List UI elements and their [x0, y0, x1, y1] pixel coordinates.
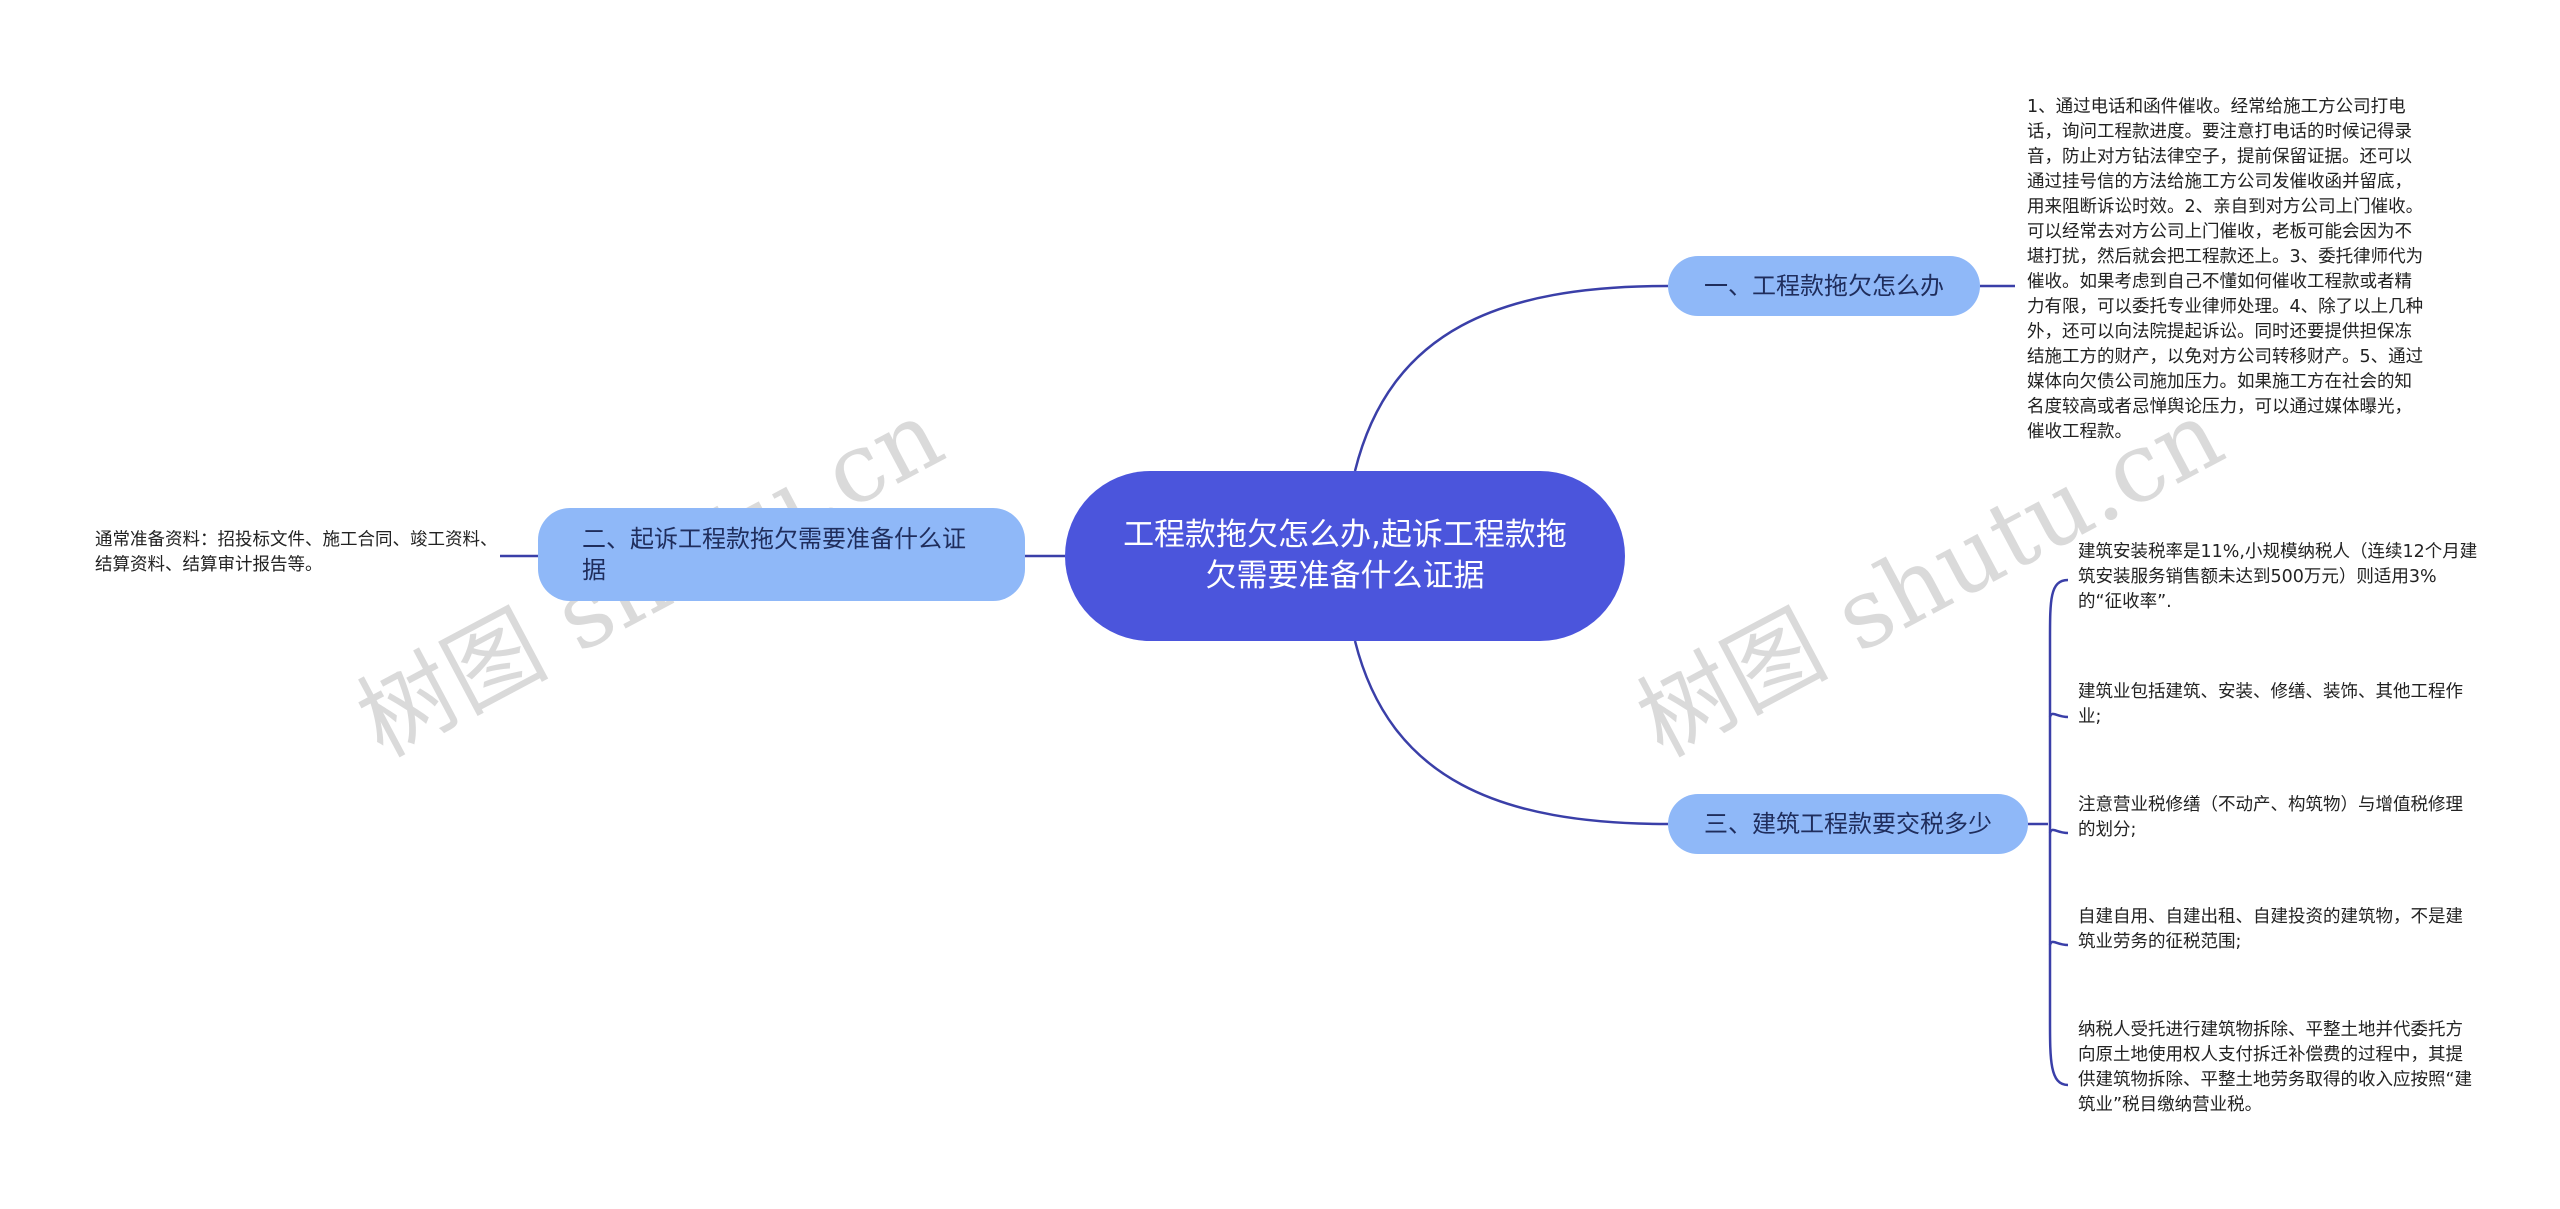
branch-label: 三、建筑工程款要交税多少	[1704, 809, 1992, 838]
leaf-evidence-materials: 通常准备资料：招投标文件、施工合同、竣工资料、结算资料、结算审计报告等。	[95, 530, 498, 575]
branch-label: 二、起诉工程款拖欠需要准备什么证据	[582, 524, 966, 584]
leaf-self-built-exclusion: 自建自用、自建出租、自建投资的建筑物，不是建筑业劳务的征税范围;	[2078, 907, 2463, 952]
central-topic[interactable]: 工程款拖欠怎么办,起诉工程款拖欠需要准备什么证据	[1065, 471, 1625, 641]
branch-node-construction-tax[interactable]: 三、建筑工程款要交税多少	[1668, 794, 2028, 854]
branch-node-how-to-handle-arrears[interactable]: 一、工程款拖欠怎么办	[1668, 256, 1980, 316]
leaf-collection-methods: 1、通过电话和函件催收。经常给施工方公司打电话，询问工程款进度。要注意打电话的时…	[2027, 97, 2424, 442]
leaf-demolition-tax: 纳税人受托进行建筑物拆除、平整土地并代委托方向原土地使用权人支付拆迁补偿费的过程…	[2078, 1020, 2473, 1115]
leaf-tax-rate: 建筑安装税率是11%,小规模纳税人（连续12个月建筑安装服务销售额未达到500万…	[2078, 542, 2478, 612]
leaf-repair-distinction: 注意营业税修缮（不动产、构筑物）与增值税修理的划分;	[2078, 795, 2463, 840]
branch-node-evidence-for-lawsuit[interactable]: 二、起诉工程款拖欠需要准备什么证据	[538, 508, 1025, 601]
central-topic-label: 工程款拖欠怎么办,起诉工程款拖欠需要准备什么证据	[1123, 517, 1567, 594]
leaf-construction-scope: 建筑业包括建筑、安装、修缮、装饰、其他工程作业;	[2078, 682, 2463, 727]
branch-label: 一、工程款拖欠怎么办	[1704, 271, 1944, 300]
